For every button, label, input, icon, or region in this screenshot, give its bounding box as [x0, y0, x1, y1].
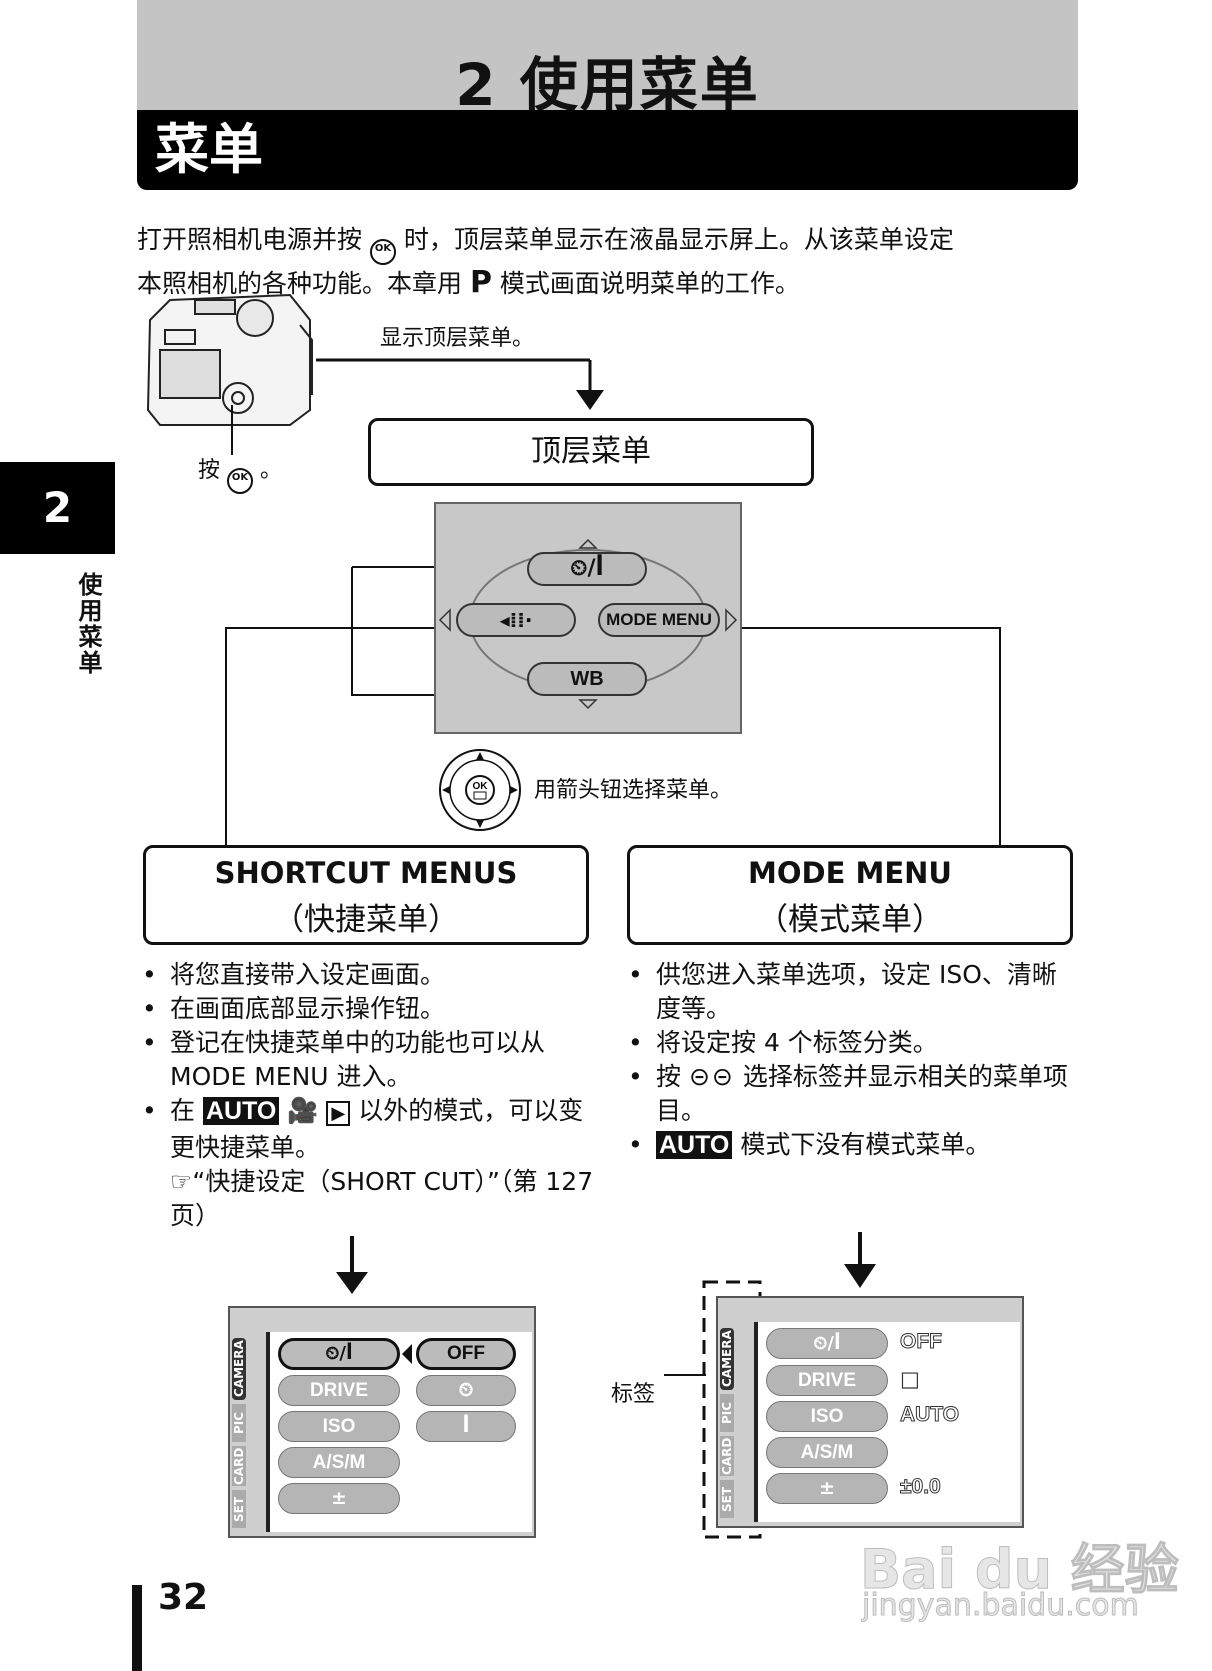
- lcd-mode-item-asm: A/S/M: [766, 1437, 888, 1468]
- mode-menu-subtitle: （模式菜单）: [757, 902, 943, 938]
- intro-paragraph: 打开照相机电源并按 OK 时，顶层菜单显示在液晶显示屏上。从该菜单设定 本照相机…: [137, 222, 1082, 301]
- tab-label: 标签: [611, 1382, 656, 1407]
- section-title: 菜单: [137, 110, 1078, 190]
- selector-arrow-icon: [402, 1344, 412, 1364]
- press-text: 按: [198, 458, 221, 483]
- lcd-sc-item-asm: A/S/M: [278, 1447, 400, 1478]
- auto-mode-icon: AUTO: [202, 1097, 280, 1125]
- tab-pic: PIC: [720, 1394, 734, 1432]
- shortcut-bullets: 将您直接带入设定画面。 在画面底部显示操作钮。 登记在快捷菜单中的功能也可以从 …: [140, 958, 602, 1233]
- lcd-sc-value-off: OFF: [416, 1338, 516, 1370]
- intro-text-1a: 打开照相机电源并按: [137, 225, 363, 254]
- press-suffix: 。: [260, 458, 283, 483]
- lcd-mode-item-flash-comp: ±: [766, 1473, 888, 1504]
- intro-text-1b: 时，顶层菜单显示在液晶显示屏上。从该菜单设定: [403, 225, 954, 254]
- shortcut-menus-subtitle: （快捷菜单）: [273, 902, 459, 938]
- intro-text-2b: 模式画面说明菜单的工作。: [499, 269, 800, 298]
- lcd-sc-value-remote: ꟾ: [416, 1411, 516, 1442]
- chapter-title: 2 使用菜单: [455, 51, 760, 119]
- mode-menu-box: MODE MENU （模式菜单）: [627, 845, 1073, 945]
- mode-menu-title: MODE MENU: [748, 856, 952, 890]
- list-item: 在 AUTO 🎥 ▶ 以外的模式，可以变更快捷菜单。 ☞“快捷设定（SHORT …: [140, 1094, 602, 1233]
- shortcut-menus-box: SHORTCUT MENUS （快捷菜单）: [143, 845, 589, 945]
- list-item: 在画面底部显示操作钮。: [140, 992, 602, 1026]
- lcd-sc-item-flash-comp: ±: [278, 1483, 400, 1514]
- bullet-text: 选择标签并显示相关的菜单项目。: [656, 1062, 1068, 1125]
- p-mode-symbol: P: [469, 265, 492, 300]
- ok-button-icon-2: OK: [227, 468, 254, 494]
- intro-text-2a: 本照相机的各种功能。本章用: [137, 269, 463, 298]
- header-band: [137, 0, 1078, 110]
- ok-button-icon: OK: [369, 239, 396, 265]
- up-down-arrows-icon: ⊝⊝: [688, 1062, 735, 1091]
- lcd-mode-tabs: CAMERA PIC CARD SET: [720, 1328, 756, 1523]
- watermark-brand: Bai du 经验: [860, 1538, 1180, 1602]
- camera-illustration: [146, 293, 313, 426]
- lcd-top-down-item: WB: [527, 662, 647, 696]
- list-item: 按 ⊝⊝ 选择标签并显示相关的菜单项目。: [626, 1060, 1076, 1128]
- press-ok-label: 按 OK 。: [198, 452, 282, 494]
- lcd-mode-value-off: OFF: [900, 1330, 943, 1354]
- side-tab-number: 2: [0, 462, 115, 554]
- page-number-bar: [132, 1585, 142, 1671]
- auto-mode-icon: AUTO: [656, 1131, 733, 1159]
- list-item: 供您进入菜单选项，设定 ISO、清晰度等。: [626, 958, 1076, 1026]
- bullet-text: 在: [170, 1096, 196, 1125]
- tab-camera: CAMERA: [720, 1328, 734, 1390]
- lcd-mode-screen: CAMERA PIC CARD SET ⏲/ꟾ DRIVE ISO A/S/M …: [716, 1296, 1024, 1528]
- mode-bullets: 供您进入菜单选项，设定 ISO、清晰度等。 将设定按 4 个标签分类。 按 ⊝⊝…: [626, 958, 1076, 1162]
- list-item: 将设定按 4 个标签分类。: [626, 1026, 1076, 1060]
- watermark-url: jingyan.baidu.com: [862, 1588, 1140, 1624]
- svg-text:OK: OK: [473, 781, 489, 792]
- list-item: AUTO 模式下没有模式菜单。: [626, 1128, 1076, 1162]
- tab-set: SET: [232, 1490, 246, 1528]
- tab-card: CARD: [232, 1446, 246, 1486]
- lcd-shortcut-screen: CAMERA PIC CARD SET ⏲/ꟾ DRIVE ISO A/S/M …: [228, 1306, 536, 1538]
- lcd-shortcut-tabs: CAMERA PIC CARD SET: [232, 1338, 268, 1533]
- list-item: 登记在快捷菜单中的功能也可以从 MODE MENU 进入。: [140, 1026, 602, 1094]
- lcd-sc-item-iso: ISO: [278, 1411, 400, 1442]
- top-menu-box: 顶层菜单: [368, 418, 814, 486]
- tab-pic: PIC: [232, 1404, 246, 1442]
- play-mode-icon: ▶: [326, 1101, 351, 1126]
- lcd-top-right-item: MODE MENU: [598, 603, 720, 637]
- bullet-text: 按: [656, 1062, 682, 1091]
- movie-mode-icon: 🎥: [287, 1096, 319, 1125]
- tab-camera: CAMERA: [232, 1338, 246, 1400]
- page-number: 32: [158, 1577, 209, 1618]
- tab-card: CARD: [720, 1436, 734, 1476]
- lcd-mode-value-drive: □: [900, 1367, 920, 1391]
- lcd-mode-value-flash: ±0.0: [900, 1475, 942, 1499]
- lcd-top-left-item: ◂⁞⁞·: [456, 603, 576, 637]
- list-item: 将您直接带入设定画面。: [140, 958, 602, 992]
- lcd-top-up-item: ⏲/ꟾ: [527, 552, 647, 586]
- shortcut-menus-title: SHORTCUT MENUS: [214, 856, 518, 890]
- lcd-mode-item-iso: ISO: [766, 1401, 888, 1432]
- tab-set: SET: [720, 1480, 734, 1518]
- show-top-menu-label: 显示顶层菜单。: [380, 326, 535, 351]
- arrow-pad-icon: OK: [439, 749, 521, 831]
- lcd-sc-item-drive: DRIVE: [278, 1375, 400, 1406]
- lcd-mode-value-auto: AUTO: [899, 1403, 960, 1427]
- arrow-select-label: 用箭头钮选择菜单。: [534, 778, 733, 803]
- lcd-sc-value-timer: ⏲: [416, 1375, 516, 1406]
- lcd-mode-item-selftimer: ⏲/ꟾ: [766, 1328, 888, 1359]
- bullet-text: 模式下没有模式菜单。: [740, 1130, 991, 1159]
- lcd-top-menu-screen: ⏲/ꟾ ◂⁞⁞· MODE MENU WB: [434, 502, 742, 734]
- bullet-text: 以外的模式，可以变更快捷菜单。: [170, 1096, 584, 1162]
- page-reference: ☞“快捷设定（SHORT CUT）”（第 127 页）: [170, 1167, 594, 1230]
- lcd-sc-item-selftimer: ⏲/ꟾ: [278, 1338, 400, 1370]
- lcd-mode-item-drive: DRIVE: [766, 1365, 888, 1396]
- side-tab-label: 使用菜单: [74, 572, 102, 676]
